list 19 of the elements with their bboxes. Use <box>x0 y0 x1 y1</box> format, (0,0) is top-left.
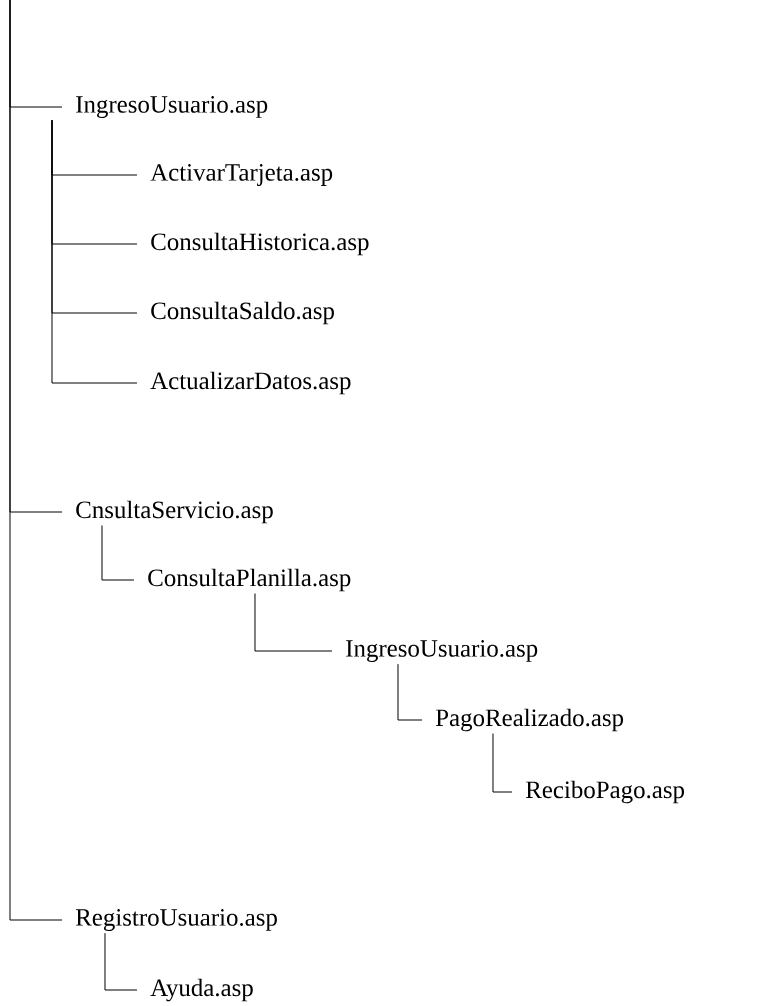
file-label: RegistroUsuario.asp <box>75 909 277 931</box>
file-label: CnsultaServicio.asp <box>76 500 273 524</box>
tree-connector <box>101 525 135 581</box>
file-label: ActualizarDatos.asp <box>150 371 351 395</box>
file-label: ConsultaPlanilla.asp <box>148 568 351 592</box>
tree-connector <box>9 0 63 921</box>
file-label: ReciboPago.asp <box>525 780 685 804</box>
file-label: PagoRealizado.asp <box>435 708 624 732</box>
file-label: ConsultaSaldo.asp <box>151 301 334 325</box>
file-label: Ayuda.asp <box>150 978 253 1002</box>
tree-connector <box>492 733 513 793</box>
file-label: IngresoUsuario.asp <box>76 96 268 118</box>
file-label: IngresoUsuario.asp <box>346 640 538 662</box>
tree-connector <box>254 593 333 652</box>
file-label: ActivarTarjeta.asp <box>150 164 333 186</box>
tree-connector <box>51 119 138 384</box>
tree-connector <box>104 932 138 991</box>
tree-connector <box>397 663 423 721</box>
file-label: ConsultaHistorica.asp <box>151 232 369 256</box>
